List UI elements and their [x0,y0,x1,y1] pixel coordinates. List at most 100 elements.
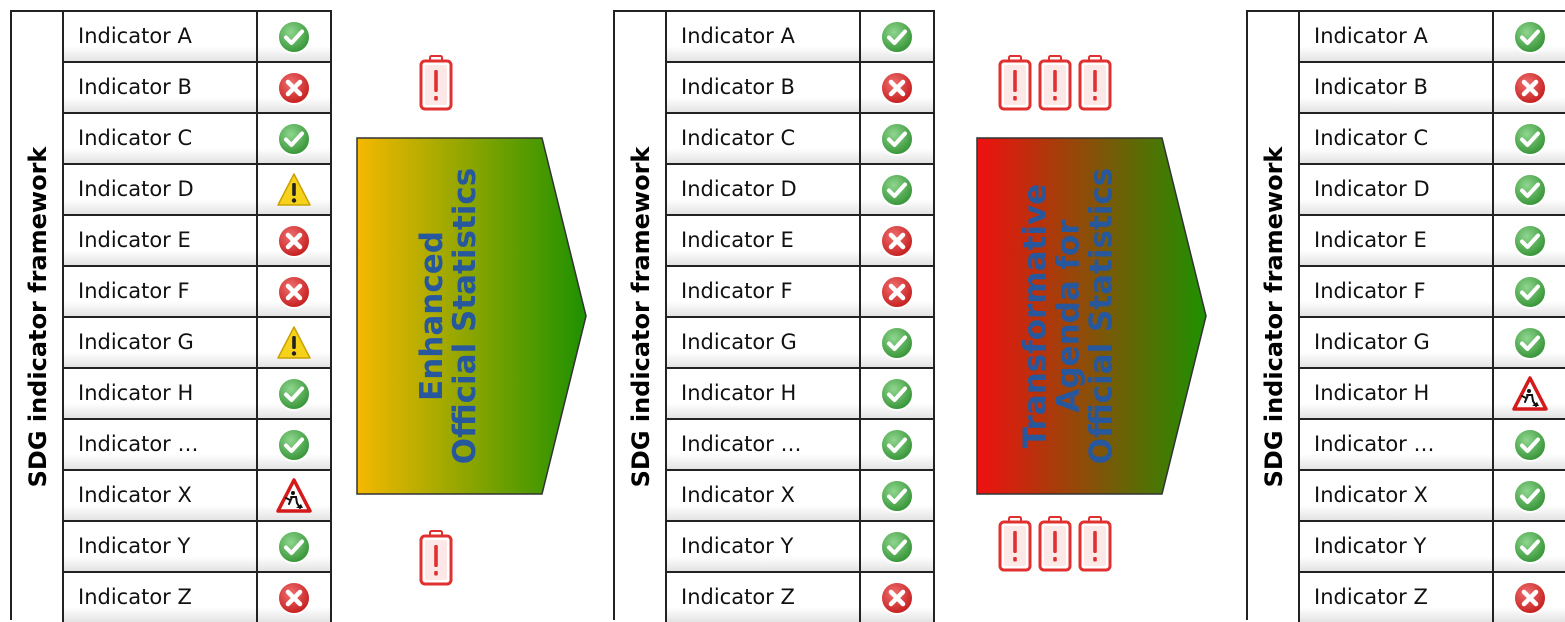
indicator-name: Indicator Z [667,573,861,622]
indicator-name: Indicator C [1300,114,1494,163]
indicator-row: Indicator Z [1298,571,1565,622]
indicator-row: Indicator … [1298,418,1565,469]
indicator-row: Indicator Z [62,571,332,622]
battery-alert-icon [1078,55,1112,111]
arrow-label: Transformative Agenda for Official Stati… [1018,168,1120,465]
framework-label-box: SDG indicator framework [10,10,62,620]
check-icon [1512,274,1548,310]
battery-alert-icon [1038,55,1072,111]
indicator-name: Indicator D [1300,165,1494,214]
indicator-row: Indicator D [665,163,935,214]
check-icon [276,427,312,463]
check-icon [879,427,915,463]
indicator-name: Indicator Y [1300,522,1494,571]
indicator-row: Indicator F [665,265,935,316]
indicator-name: Indicator D [667,165,861,214]
battery-alert-icon [998,55,1032,111]
indicator-name: Indicator E [667,216,861,265]
indicator-row: Indicator G [665,316,935,367]
check-icon [1512,529,1548,565]
indicator-row: Indicator G [1298,316,1565,367]
cross-icon [276,70,312,106]
indicator-name: Indicator F [667,267,861,316]
indicator-row: Indicator G [62,316,332,367]
check-icon [1512,223,1548,259]
indicator-row: Indicator A [665,10,935,61]
check-icon [276,19,312,55]
arrow-shape [976,137,1207,495]
indicator-row: Indicator B [665,61,935,112]
indicator-row: Indicator D [1298,163,1565,214]
check-icon [879,19,915,55]
indicator-name: Indicator H [64,369,258,418]
cross-icon [1512,70,1548,106]
indicator-name: Indicator X [1300,471,1494,520]
indicator-name: Indicator F [1300,267,1494,316]
check-icon [879,121,915,157]
roadwork-icon [1512,376,1548,412]
check-icon [1512,121,1548,157]
indicator-row: Indicator … [62,418,332,469]
indicator-row: Indicator C [665,112,935,163]
indicator-row: Indicator H [62,367,332,418]
roadwork-icon [276,478,312,514]
indicator-name: Indicator C [64,114,258,163]
indicator-row: Indicator H [665,367,935,418]
check-icon [879,529,915,565]
indicator-name: Indicator F [64,267,258,316]
indicator-row: Indicator E [62,214,332,265]
indicator-name: Indicator … [667,420,861,469]
indicator-row: Indicator X [665,469,935,520]
warning-icon [276,172,312,208]
indicator-name: Indicator … [64,420,258,469]
indicator-row: Indicator Z [665,571,935,622]
indicator-row: Indicator E [1298,214,1565,265]
check-icon [879,376,915,412]
indicator-name: Indicator H [1300,369,1494,418]
indicator-name: Indicator C [667,114,861,163]
indicator-row: Indicator … [665,418,935,469]
battery-alert-icon [1038,516,1072,572]
indicator-row: Indicator F [1298,265,1565,316]
indicator-row: Indicator D [62,163,332,214]
enhanced-statistics-arrow: Enhanced Official Statistics [356,137,588,495]
framework-label-box: SDG indicator framework [613,10,665,620]
warning-icon [276,325,312,361]
cross-icon [879,223,915,259]
indicator-row: Indicator Y [62,520,332,571]
indicator-name: Indicator B [64,63,258,112]
indicator-name: Indicator G [64,318,258,367]
check-icon [1512,478,1548,514]
cross-icon [879,70,915,106]
framework-label-box: SDG indicator framework [1246,10,1298,620]
indicator-name: Indicator X [667,471,861,520]
indicator-name: Indicator … [1300,420,1494,469]
check-icon [276,121,312,157]
transformative-agenda-arrow: Transformative Agenda for Official Stati… [976,137,1208,495]
indicator-name: Indicator B [667,63,861,112]
cross-icon [276,274,312,310]
indicator-row: Indicator X [1298,469,1565,520]
indicator-row: Indicator C [1298,112,1565,163]
check-icon [276,529,312,565]
arrow-label-line: Agenda for [1050,219,1087,413]
arrow-label-line: Enhanced [414,231,450,401]
indicator-row: Indicator A [62,10,332,61]
arrow-shape [356,137,587,495]
framework-label: SDG indicator framework [627,146,655,488]
indicator-name: Indicator Y [64,522,258,571]
framework-label: SDG indicator framework [1260,146,1288,488]
indicator-name: Indicator E [64,216,258,265]
check-icon [1512,427,1548,463]
indicator-name: Indicator A [1300,12,1494,61]
battery-alert-icon [419,55,453,111]
indicator-name: Indicator Z [64,573,258,622]
indicator-name: Indicator G [667,318,861,367]
indicator-name: Indicator A [64,12,258,61]
